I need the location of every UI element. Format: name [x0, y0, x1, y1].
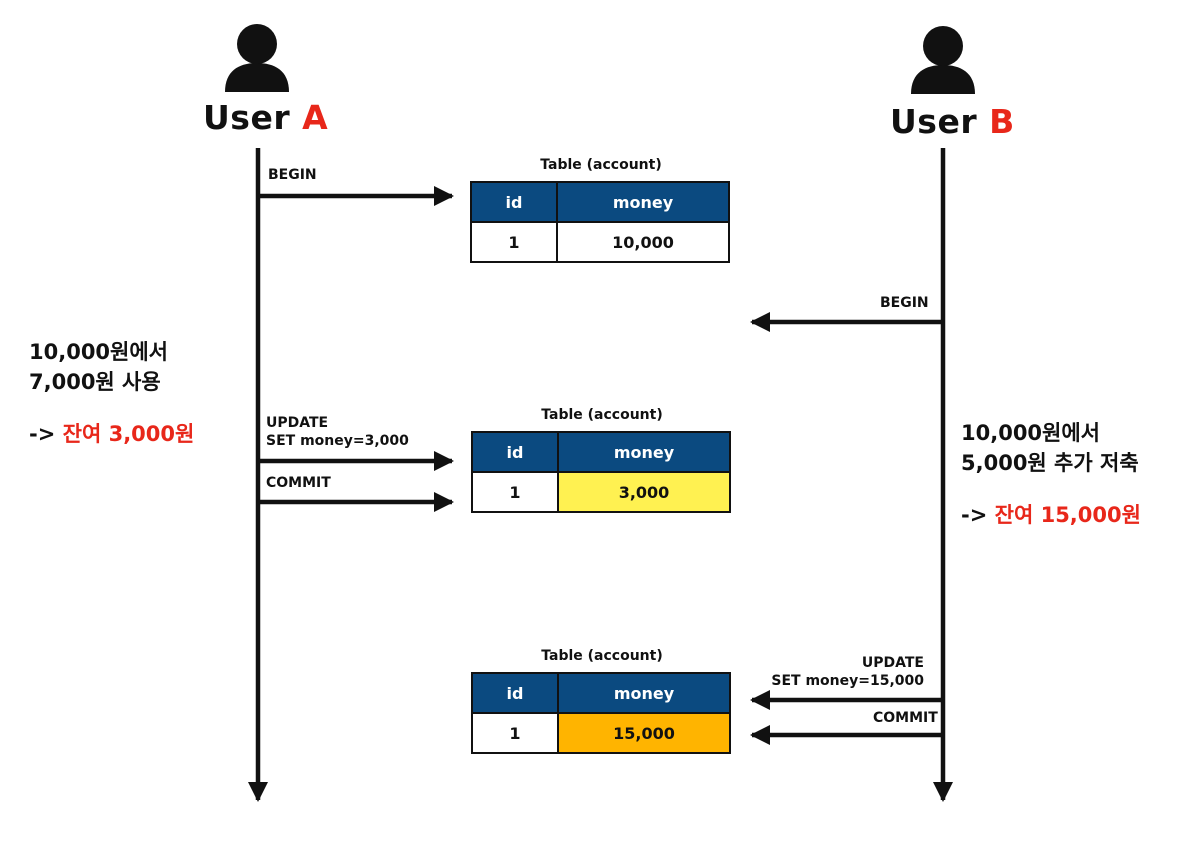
user-a-prefix: User [203, 98, 303, 137]
note-user-b: 10,000원에서 5,000원 추가 저축 -> 잔여 15,000원 [961, 418, 1141, 530]
msg-a-update-line2: SET money=3,000 [266, 433, 409, 449]
user-b-label: User B [890, 102, 1015, 141]
cell-id: 1 [470, 221, 558, 263]
account-table-2: id money 1 3,000 [471, 431, 731, 513]
user-b-icon [911, 26, 975, 94]
account-table-3: id money 1 15,000 [471, 672, 731, 754]
msg-b-update-line2: SET money=15,000 [771, 673, 924, 689]
table-row: 1 3,000 [471, 471, 731, 513]
cell-money-updated: 3,000 [557, 471, 731, 513]
msg-a-begin: BEGIN [268, 167, 317, 183]
table-3-caption: Table (account) [541, 648, 663, 664]
msg-a-update-line1: UPDATE [266, 415, 329, 431]
msg-b-begin: BEGIN [880, 295, 929, 311]
note-user-a: 10,000원에서 7,000원 사용 -> 잔여 3,000원 [29, 337, 194, 449]
note-b-arrow: -> [961, 503, 988, 527]
user-a-icon [225, 24, 289, 92]
note-a-line1: 10,000원에서 [29, 340, 168, 364]
header-money: money [557, 672, 731, 714]
table-header-row: id money [470, 181, 730, 223]
note-a-arrow: -> [29, 422, 56, 446]
note-b-result-row: -> 잔여 15,000원 [961, 500, 1141, 530]
user-a-label: User A [203, 98, 328, 137]
table-header-row: id money [471, 672, 731, 714]
user-b-prefix: User [890, 102, 990, 141]
note-b-line1: 10,000원에서 [961, 421, 1100, 445]
table-row: 1 10,000 [470, 221, 730, 263]
msg-b-update: UPDATE SET money=15,000 [771, 654, 924, 690]
note-a-result: 잔여 3,000원 [62, 422, 195, 446]
msg-b-update-line1: UPDATE [861, 655, 924, 671]
table-header-row: id money [471, 431, 731, 473]
note-a-result-row: -> 잔여 3,000원 [29, 419, 194, 449]
table-1-caption: Table (account) [540, 157, 662, 173]
note-b-result: 잔여 15,000원 [994, 503, 1141, 527]
cell-id: 1 [471, 471, 559, 513]
header-id: id [471, 672, 559, 714]
note-b-line2: 5,000원 추가 저축 [961, 451, 1139, 475]
cell-money: 10,000 [556, 221, 730, 263]
cell-id: 1 [471, 712, 559, 754]
msg-a-update: UPDATE SET money=3,000 [266, 414, 409, 450]
header-money: money [557, 431, 731, 473]
table-2-caption: Table (account) [541, 407, 663, 423]
note-a-line2: 7,000원 사용 [29, 370, 161, 394]
table-row: 1 15,000 [471, 712, 731, 754]
account-table-1: id money 1 10,000 [470, 181, 730, 263]
header-money: money [556, 181, 730, 223]
header-id: id [471, 431, 559, 473]
user-b-letter: B [989, 102, 1015, 141]
msg-a-commit: COMMIT [266, 475, 331, 491]
msg-b-commit: COMMIT [873, 710, 938, 726]
cell-money-updated: 15,000 [557, 712, 731, 754]
user-a-letter: A [302, 98, 329, 137]
header-id: id [470, 181, 558, 223]
